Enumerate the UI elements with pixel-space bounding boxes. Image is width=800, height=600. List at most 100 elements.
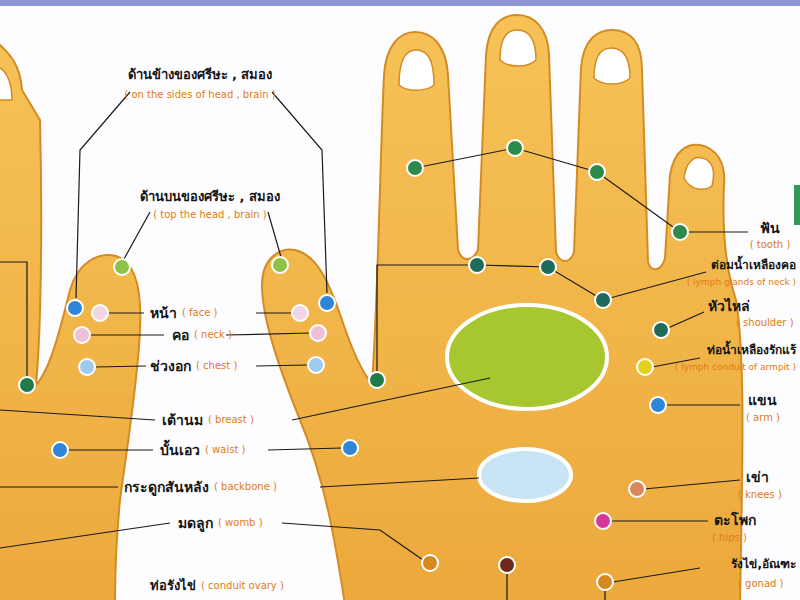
leader-line: [292, 378, 490, 420]
reflex-point: [540, 259, 556, 275]
leader-line: [320, 478, 479, 487]
leader-line: [377, 265, 470, 373]
leader-line: [613, 568, 700, 582]
fingernail: [684, 158, 714, 190]
thai-label: มดลูก: [178, 515, 213, 531]
reflex-point: [672, 224, 688, 240]
right-hand: [262, 15, 743, 600]
reflex-point: [407, 160, 423, 176]
reflex-point: [79, 359, 95, 375]
leader-line: [610, 520, 708, 521]
thai-label: เต้านม: [162, 412, 203, 428]
thai-label: กระดูกสันหลัง: [124, 479, 209, 495]
reflex-point: [369, 372, 385, 388]
english-label: ( arm ): [746, 412, 780, 424]
thai-label: ท่อรังไข่: [150, 579, 196, 594]
english-label: ( face ): [182, 307, 217, 319]
english-label: ( backbone ): [214, 481, 277, 493]
english-label: ( tooth ): [750, 239, 791, 251]
english-label: ( on the sides of head , brain ): [124, 89, 275, 101]
reflex-point: [422, 555, 438, 571]
leader-line: [0, 410, 155, 420]
thai-label: แขน: [748, 392, 777, 408]
reflex-point: [52, 442, 68, 458]
thai-label: หน้า: [150, 305, 177, 321]
english-label: ( lymph conduit of armpit ): [675, 362, 796, 372]
breast-zone: [447, 305, 607, 409]
english-label: ( top the head , brain ): [153, 209, 267, 221]
leader-line: [687, 231, 748, 232]
leader-line: [665, 404, 740, 405]
left-hand: [0, 40, 140, 600]
thai-label: ฟัน: [760, 220, 780, 236]
reflex-point: [114, 259, 130, 275]
reflex-point: [653, 322, 669, 338]
reflex-point: [310, 325, 326, 341]
reflex-point: [597, 574, 613, 590]
reflex-point: [308, 357, 324, 373]
english-label: ( womb ): [218, 517, 263, 529]
english-label: ( knees ): [738, 489, 782, 501]
reflex-point: [19, 377, 35, 393]
leader-line: [76, 92, 130, 298]
backbone-zone: [479, 449, 571, 501]
leader-line: [256, 365, 308, 366]
fingernail: [399, 50, 434, 90]
reflex-point: [637, 359, 653, 375]
leader-line: [89, 334, 164, 335]
thai-label: ด้านข้างของศรีษะ , สมอง: [128, 68, 273, 83]
leader-line: [604, 590, 605, 600]
fingernails: [399, 30, 714, 189]
leader-line: [668, 312, 704, 328]
reflex-point: [469, 257, 485, 273]
reflex-point: [650, 397, 666, 413]
reflex-point: [589, 164, 605, 180]
leader-line: [272, 92, 327, 293]
english-label: ( waist ): [205, 444, 245, 456]
english-label: ( neck ): [194, 329, 232, 341]
leader-line: [68, 449, 153, 450]
leader-line: [268, 212, 281, 257]
leader-line: [0, 523, 170, 548]
reflex-point: [92, 305, 108, 321]
left-fingernail: [0, 66, 12, 100]
reflex-point: [272, 257, 288, 273]
top-bar: [0, 0, 800, 6]
reflex-point: [74, 327, 90, 343]
leader-line: [124, 212, 150, 259]
leader-lines: [0, 92, 748, 600]
reflex-point: [595, 292, 611, 308]
leader-line: [95, 366, 146, 367]
english-label: ( hips ): [712, 532, 747, 544]
fingernail: [594, 48, 630, 84]
leader-line: [415, 148, 680, 232]
thai-label: ช่วงอก: [150, 358, 191, 374]
reflex-point: [319, 295, 335, 311]
reflex-point: [67, 300, 83, 316]
english-label: ( breast ): [208, 414, 254, 426]
leader-line: [226, 333, 311, 335]
thai-label: หัวไหล่: [708, 298, 750, 314]
thai-label: บั้นเอว: [160, 442, 200, 458]
edge-mark: [794, 185, 800, 225]
leader-line: [644, 480, 740, 489]
thai-label: เข่า: [746, 469, 769, 485]
leader-line: [282, 523, 423, 560]
reflex-point: [595, 513, 611, 529]
reflex-point: [629, 481, 645, 497]
reflex-point: [342, 440, 358, 456]
english-label: ( lymph glands of neck ): [687, 277, 796, 287]
fingernail: [500, 30, 536, 66]
leader-line: [0, 262, 27, 378]
leader-line: [108, 312, 144, 313]
thai-label: รังไข่,อัณฑะ: [731, 558, 796, 572]
leader-line: [256, 312, 292, 313]
thai-label: คอ: [172, 327, 189, 343]
english-label: ( gonad ): [738, 578, 783, 590]
english-label: ( shoulder ): [736, 317, 794, 329]
reflex-point: [499, 557, 515, 573]
english-label: ( conduit ovary ): [201, 580, 284, 592]
